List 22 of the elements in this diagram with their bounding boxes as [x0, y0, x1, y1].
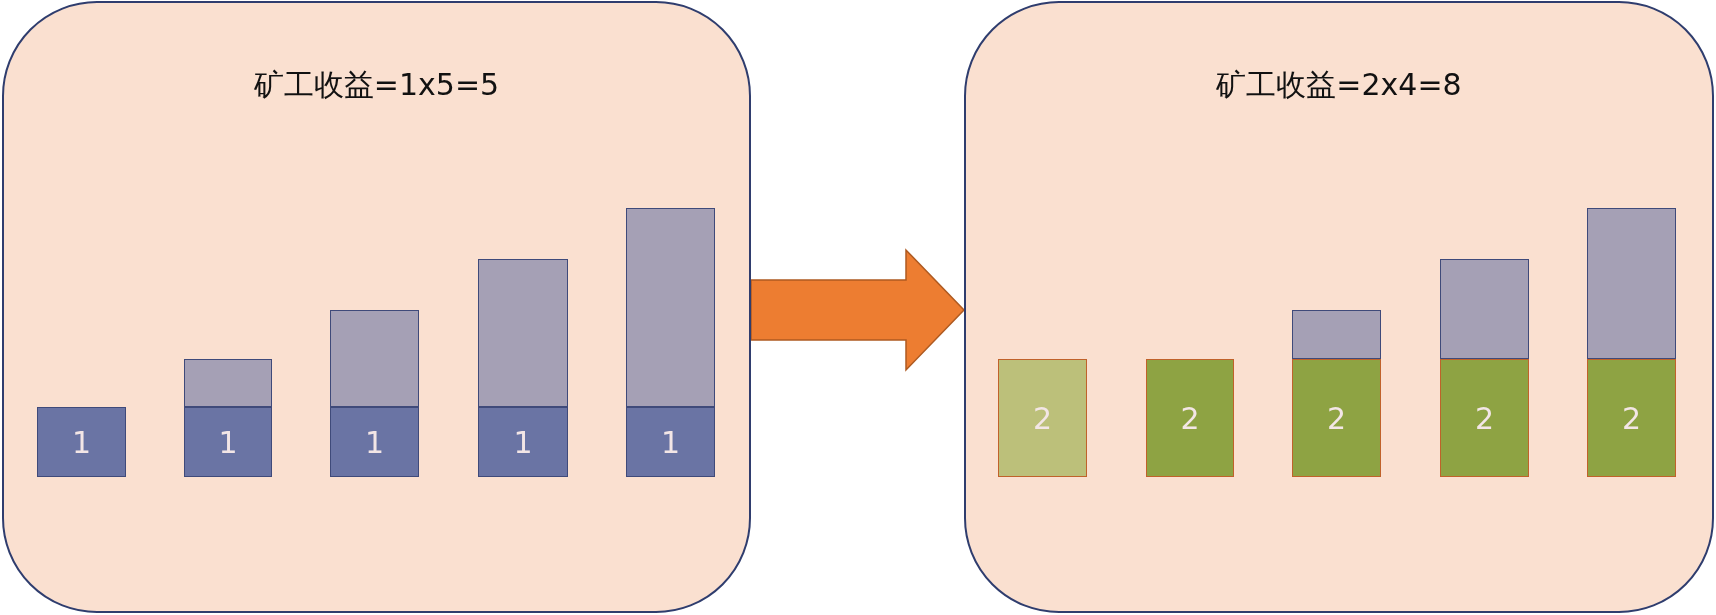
- bar-segment: 1: [626, 407, 715, 477]
- bar-segment: [478, 259, 568, 407]
- bar-segment: 1: [184, 407, 272, 477]
- bar-segment: 2: [1587, 359, 1676, 477]
- bar-segment: [330, 310, 419, 407]
- bar-segment: [184, 359, 272, 407]
- bar-segment: 2: [1440, 359, 1529, 477]
- panel-card: [964, 1, 1714, 613]
- block-arrow: [750, 248, 966, 372]
- bar-segment: 1: [478, 407, 568, 477]
- bar-segment: [1292, 310, 1381, 359]
- bar-segment: 1: [330, 407, 419, 477]
- panel-title: 矿工收益=2x4=8: [1216, 67, 1462, 102]
- bar-segment: 1: [37, 407, 126, 477]
- bar-segment: 2: [1292, 359, 1381, 477]
- bar-segment: 2: [1146, 359, 1234, 477]
- bar-segment: [1440, 259, 1529, 359]
- bar-segment: [1587, 208, 1676, 359]
- panel-card: [2, 1, 751, 613]
- panel-title: 矿工收益=1x5=5: [253, 67, 500, 102]
- bar-segment: [626, 208, 715, 407]
- bar-segment: 2: [998, 359, 1087, 477]
